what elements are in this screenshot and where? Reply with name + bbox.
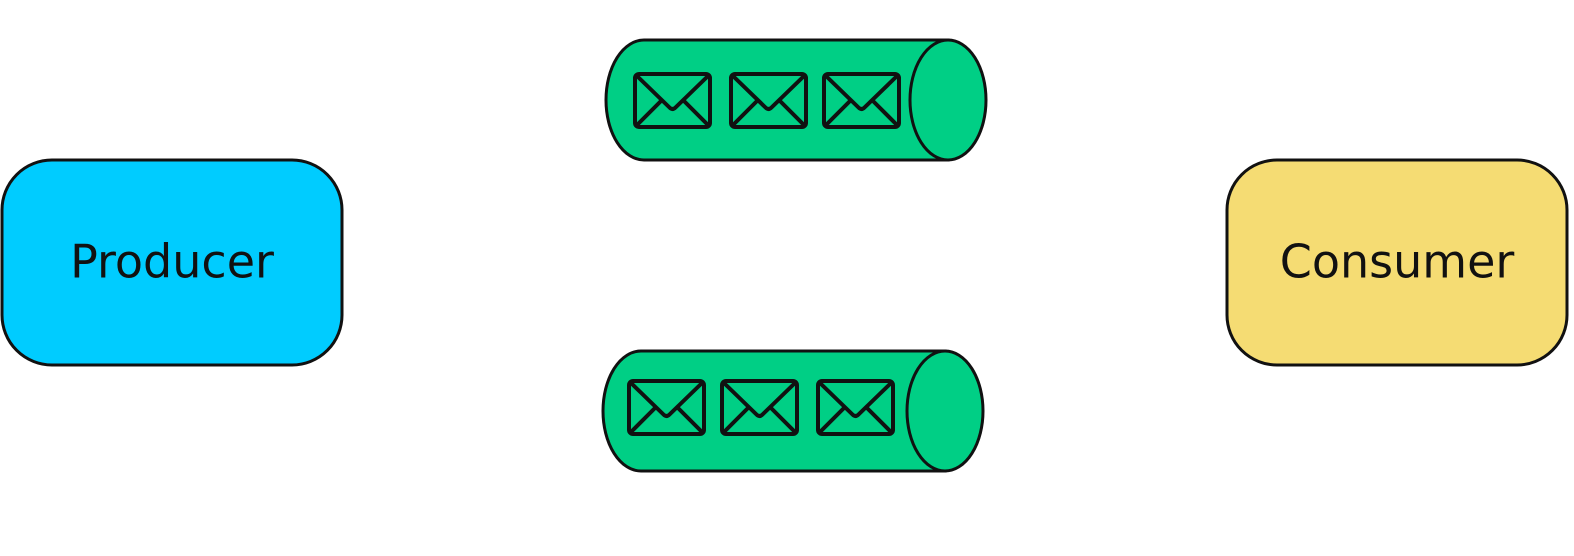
consumer-label: Consumer xyxy=(1280,235,1515,289)
envelope-icon xyxy=(729,72,808,129)
envelope-icon xyxy=(633,72,712,129)
queue-end-cap xyxy=(908,38,988,162)
envelope-icon xyxy=(816,379,895,436)
consumer-node[interactable]: Consumer xyxy=(1225,158,1569,367)
producer-node[interactable]: Producer xyxy=(0,158,344,367)
message-queue[interactable] xyxy=(604,38,988,162)
envelope-icon xyxy=(720,379,799,436)
producer-label: Producer xyxy=(70,235,274,289)
message-queue[interactable] xyxy=(601,349,985,473)
envelope-icon xyxy=(822,72,901,129)
envelope-icon xyxy=(627,379,706,436)
queue-end-cap xyxy=(905,349,985,473)
